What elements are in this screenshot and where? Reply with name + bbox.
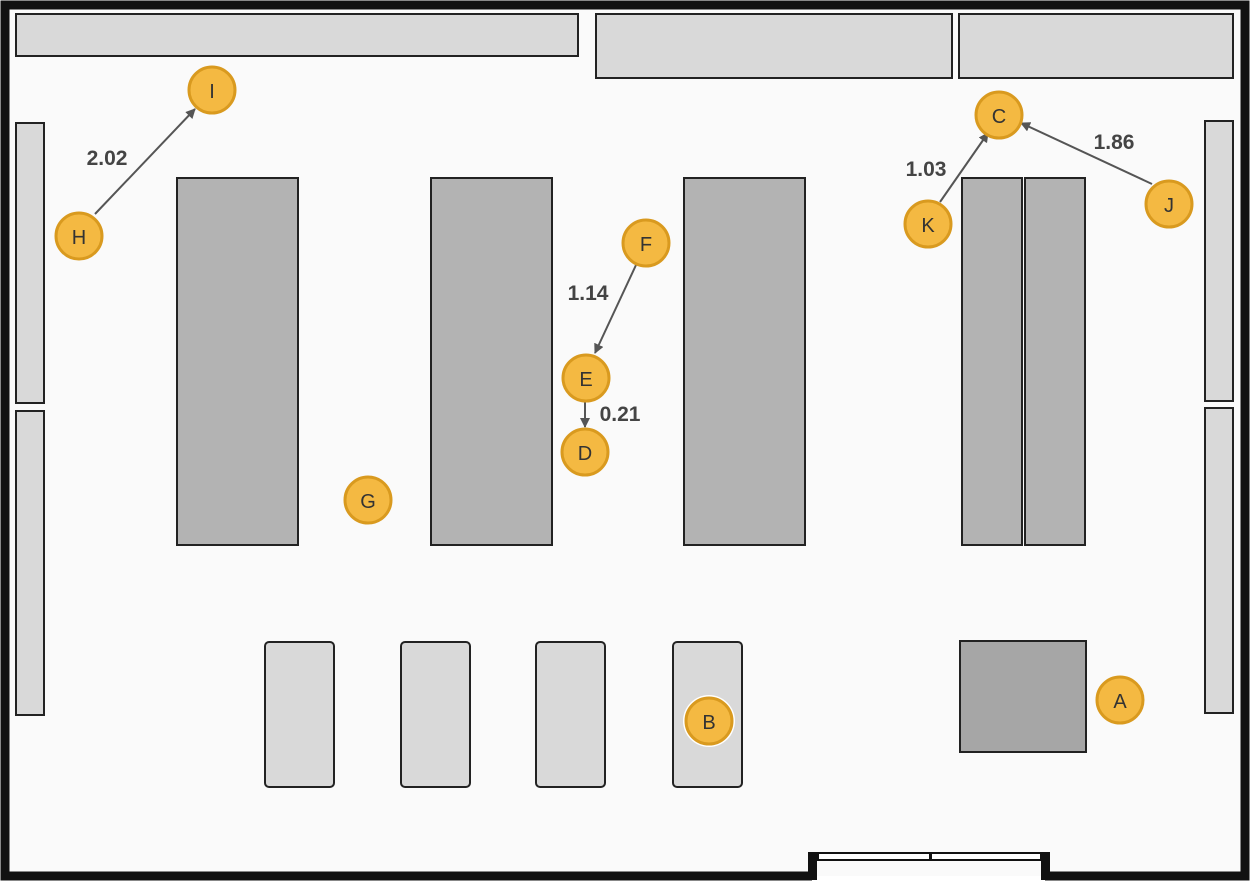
distance-label-f-e: 1.14 (568, 282, 609, 305)
right-wall-shelf-lower (1204, 407, 1234, 714)
connection-layer: 2.02 1.03 1.86 1.14 0.21 (87, 108, 1153, 428)
top-shelf-left (15, 13, 579, 57)
connection-arrow-h-i (94, 108, 196, 215)
left-wall-shelf-lower (15, 410, 45, 716)
marker-label-c: C (992, 106, 1006, 128)
distance-label-k-c: 1.03 (906, 158, 947, 181)
marker-label-h: H (72, 227, 86, 249)
aisle-shelf-4a (961, 177, 1023, 546)
marker-h[interactable]: H (54, 211, 104, 261)
top-shelf-right (958, 13, 1234, 79)
marker-d[interactable]: D (560, 427, 610, 477)
marker-g[interactable]: G (343, 475, 393, 525)
left-wall-shelf-upper (15, 122, 45, 404)
marker-label-i: I (209, 81, 215, 103)
distance-label-j-c: 1.86 (1094, 131, 1135, 154)
connection-arrow-k-c (939, 132, 989, 203)
door-frame-left (808, 852, 817, 880)
marker-j[interactable]: J (1144, 179, 1194, 229)
marker-i[interactable]: I (187, 65, 237, 115)
marker-label-e: E (579, 369, 592, 391)
marker-label-f: F (640, 234, 652, 256)
marker-e[interactable]: E (561, 353, 611, 403)
aisle-shelf-1 (176, 177, 299, 546)
marker-label-g: G (360, 491, 376, 513)
distance-label-h-i: 2.02 (87, 147, 128, 170)
marker-label-j: J (1164, 195, 1174, 217)
aisle-shelf-3 (683, 177, 806, 546)
aisle-shelf-4b (1024, 177, 1086, 546)
right-wall-shelf-upper (1204, 120, 1234, 402)
connection-arrow-f-e (594, 264, 637, 354)
marker-label-k: K (921, 215, 935, 237)
marker-label-a: A (1113, 691, 1127, 713)
checkout-counter (959, 640, 1087, 753)
connection-arrow-j-c (1020, 122, 1153, 185)
marker-f[interactable]: F (621, 218, 671, 268)
distance-label-e-d: 0.21 (600, 403, 641, 426)
marker-b[interactable]: B (683, 695, 735, 747)
display-table-2 (400, 641, 471, 788)
marker-a[interactable]: A (1095, 675, 1145, 725)
door-frame-right (1041, 852, 1050, 880)
marker-c[interactable]: C (974, 90, 1024, 140)
top-shelf-middle (595, 13, 953, 79)
aisle-shelf-2 (430, 177, 553, 546)
display-table-3 (535, 641, 606, 788)
door-panel-right (930, 852, 1042, 861)
marker-label-d: D (578, 443, 592, 465)
marker-label-b: B (702, 712, 715, 734)
door-panel-left (817, 852, 931, 861)
display-table-1 (264, 641, 335, 788)
marker-k[interactable]: K (903, 199, 953, 249)
